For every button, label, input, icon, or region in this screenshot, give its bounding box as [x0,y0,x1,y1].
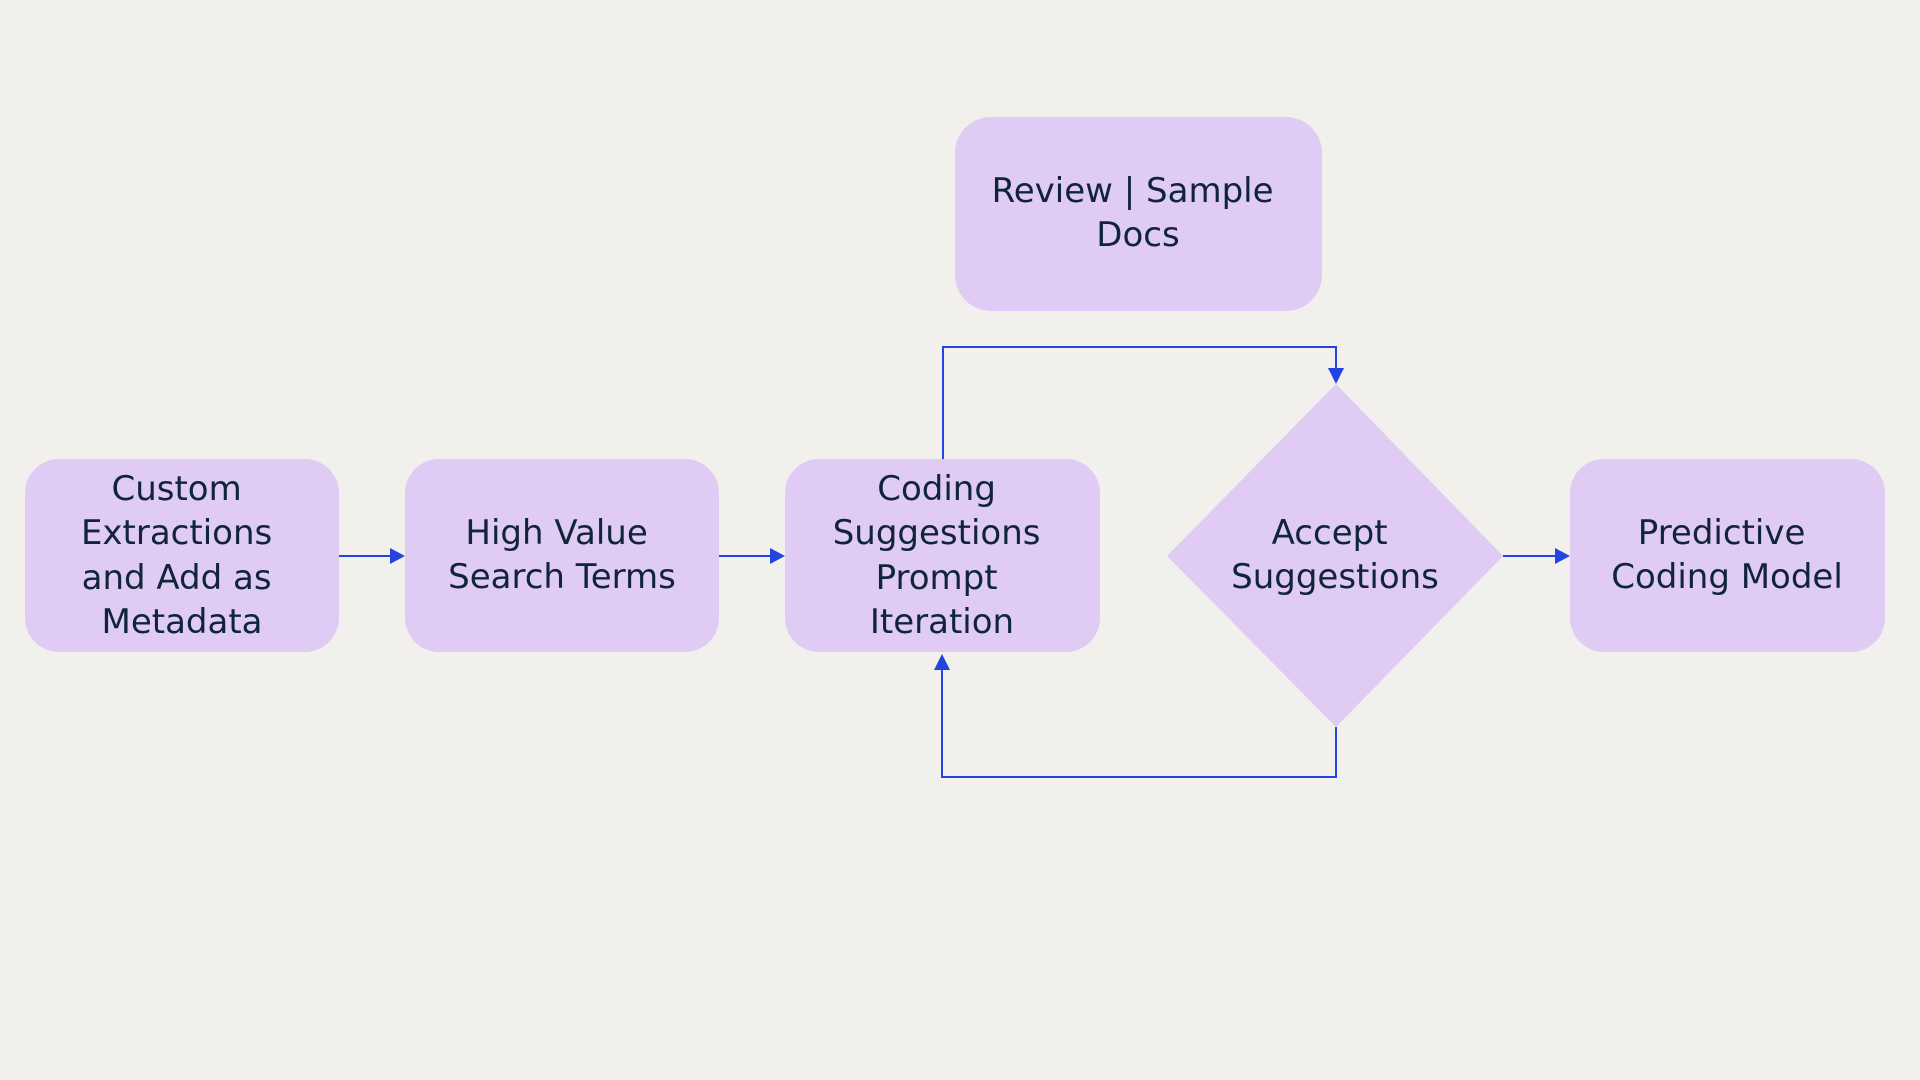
connectors [339,346,1570,778]
node-box [1570,459,1885,652]
edge-coding-to-accept [942,346,1337,459]
node-accept-suggestions: Accept Suggestions [1167,384,1503,727]
node-label-line: Suggestions [833,513,1041,553]
node-label-line: High Value [465,513,647,553]
node-label-line: Search Terms [448,557,676,597]
arrowhead-predictive [1555,548,1570,564]
edge-accept-to-coding [941,670,1337,778]
arrowhead-coding [770,548,785,564]
node-label-line: and Add as [82,558,272,598]
node-label: Coding Suggestions Prompt Iteration [833,469,1052,642]
node-label-line: Iteration [870,602,1014,642]
node-review-sample-docs: Review | Sample Docs [955,117,1322,311]
arrowhead-coding-bottom [934,654,950,670]
node-box [785,459,1100,652]
node-high-value-search-terms: High Value Search Terms [405,459,719,652]
node-label-line: Extractions [81,513,272,553]
node-custom-extractions: Custom Extractions and Add as Metadata [25,459,339,652]
node-box [955,117,1322,311]
arrowhead-high-value [390,548,405,564]
node-label-line: Accept [1272,513,1388,553]
node-label-line: Metadata [101,602,262,642]
node-label: Accept Suggestions [1231,513,1439,597]
node-label: Predictive Coding Model [1611,513,1843,597]
node-label-line: Docs [1096,215,1179,255]
node-label-line: Prompt [876,558,998,598]
node-label-line: Coding [877,469,996,509]
node-label: High Value Search Terms [448,513,676,597]
node-label-line: Predictive [1638,513,1806,553]
arrowhead-accept [1328,368,1344,384]
node-label-line: Coding Model [1611,557,1843,597]
node-label-line: Suggestions [1231,557,1439,597]
node-label-line: Custom [111,469,241,509]
node-box [405,459,719,652]
node-box [25,459,339,652]
node-label: Review | Sample Docs [992,171,1285,255]
node-predictive-coding-model: Predictive Coding Model [1570,459,1885,652]
node-label: Custom Extractions and Add as Metadata [81,469,283,642]
decision-diamond [1167,384,1503,727]
node-label-line: Review | Sample [992,171,1274,211]
node-coding-suggestions-prompt-iteration: Coding Suggestions Prompt Iteration [785,459,1100,652]
